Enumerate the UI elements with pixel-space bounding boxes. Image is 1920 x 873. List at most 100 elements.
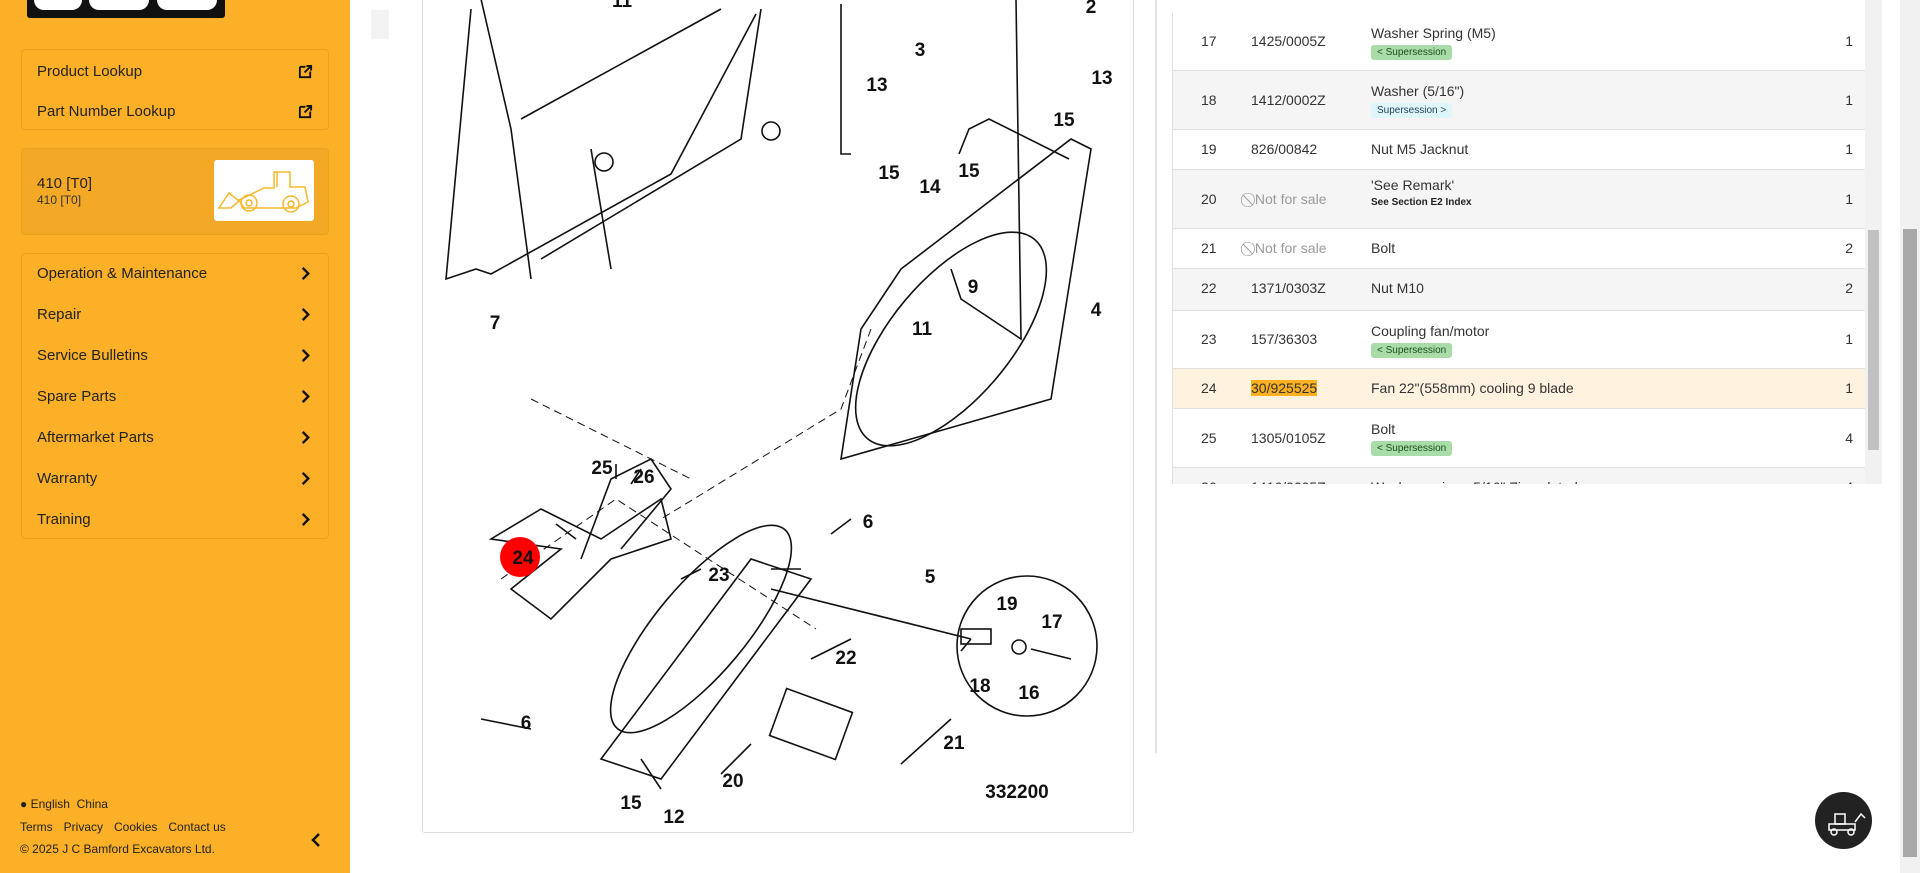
sidebar-item-aftermarket-parts[interactable]: Aftermarket Parts — [37, 422, 313, 452]
selected-callout-marker[interactable] — [500, 537, 540, 577]
part-number-lookup-label: Part Number Lookup — [37, 102, 176, 120]
product-lookup-link[interactable]: Product Lookup — [37, 56, 313, 86]
language: English — [30, 797, 70, 811]
part-number-lookup-link[interactable]: Part Number Lookup — [37, 96, 313, 126]
table-row[interactable]: 19 826/00842 Nut M5 Jacknut 1 — [1173, 130, 1865, 170]
chevron-right-icon — [301, 307, 310, 321]
callout-2: 2 — [1086, 0, 1097, 18]
callout-26: 26 — [633, 467, 654, 488]
callout-18: 18 — [969, 676, 990, 697]
callout-13: 13 — [1091, 68, 1112, 89]
part-description: Nut M5 Jacknut — [1371, 141, 1469, 157]
machine-title: 410 [T0] — [37, 175, 93, 192]
part-number[interactable]: 157/36303 — [1251, 331, 1318, 347]
callout-16: 16 — [1018, 683, 1039, 704]
part-description: Washer Spring (M5) — [1371, 25, 1496, 41]
callout-5: 5 — [925, 567, 936, 588]
exploded-view-drawing: 11 3 2 13 13 15 15 14 15 7 9 11 4 25 26 … — [445, 0, 1113, 828]
quantity: 1 — [1845, 92, 1853, 108]
callout-11: 11 — [612, 0, 633, 12]
part-number[interactable]: 826/00842 — [1251, 141, 1318, 157]
sidebar-item-service-bulletins[interactable]: Service Bulletins — [37, 340, 313, 370]
table-scrollbar[interactable] — [1865, 0, 1882, 484]
item-number: 26 — [1201, 479, 1217, 484]
sidebar-item-repair[interactable]: Repair — [37, 299, 313, 329]
callout-20: 20 — [722, 771, 743, 792]
external-link-icon — [298, 64, 313, 78]
contact-link[interactable]: Contact us — [168, 820, 226, 834]
sidebar-item-spare-parts[interactable]: Spare Parts — [37, 381, 313, 411]
callout-11: 11 — [912, 319, 933, 340]
callout-17: 17 — [1041, 612, 1062, 633]
item-number: 17 — [1201, 33, 1217, 49]
sidebar-item-label: Aftermarket Parts — [37, 428, 154, 446]
callout-22: 22 — [835, 648, 856, 669]
part-number[interactable]: 1371/0303Z — [1251, 280, 1326, 296]
parts-diagram[interactable]: 11 3 2 13 13 15 15 14 15 7 9 11 4 25 26 … — [422, 0, 1134, 833]
collapse-sidebar-chevron-icon[interactable] — [310, 832, 322, 848]
quantity: 1 — [1845, 141, 1853, 157]
privacy-link[interactable]: Privacy — [63, 820, 104, 834]
item-number: 20 — [1201, 191, 1217, 207]
sidebar-item-label: Spare Parts — [37, 387, 117, 405]
panel-divider — [1155, 0, 1157, 753]
quantity: 1 — [1845, 33, 1853, 49]
page-scrollbar[interactable] — [1900, 0, 1920, 873]
assistant-chat-button[interactable] — [1815, 792, 1872, 849]
callout-12: 12 — [663, 807, 684, 828]
supersession-badge[interactable]: < Supersession — [1371, 343, 1453, 358]
part-description: Bolt — [1371, 421, 1396, 437]
part-remark: See Section E2 Index — [1371, 197, 1472, 208]
product-lookup-label: Product Lookup — [37, 62, 143, 80]
supersession-badge[interactable]: Supersession > — [1371, 103, 1453, 118]
jcb-logo[interactable] — [27, 0, 225, 18]
sidebar-item-label: Training — [37, 510, 91, 528]
wheel-loader-image — [214, 160, 314, 221]
quantity: 4 — [1845, 430, 1853, 446]
part-number[interactable]: 1416/0005Z — [1251, 479, 1326, 484]
callout-25: 25 — [591, 458, 613, 479]
part-number[interactable]: 1425/0005Z — [1251, 33, 1326, 49]
callout-7: 7 — [490, 313, 501, 334]
sidebar: Product Lookup Part Number Lookup 410 [T… — [0, 0, 350, 873]
supersession-badge[interactable]: < Supersession — [1371, 45, 1453, 60]
item-number: 19 — [1201, 141, 1217, 157]
sidebar-item-warranty[interactable]: Warranty — [37, 463, 313, 493]
part-description: Coupling fan/motor — [1371, 323, 1490, 339]
sidebar-item-training[interactable]: Training — [37, 504, 313, 534]
parts-table: 17 1425/0005Z Washer Spring (M5) < Superses… — [1172, 13, 1865, 484]
callout-24: 24 — [512, 548, 534, 569]
table-row[interactable]: 17 1425/0005Z Washer Spring (M5) < Superses… — [1173, 13, 1865, 71]
terms-link[interactable]: Terms — [20, 820, 53, 834]
callout-19: 19 — [996, 594, 1017, 615]
callout-21: 21 — [943, 733, 965, 754]
sidebar-item-label: Repair — [37, 305, 82, 323]
table-row[interactable]: 20⃠ Not for sale'See Remark'See Section … — [1173, 170, 1865, 229]
item-number: 22 — [1201, 280, 1217, 296]
part-number[interactable]: 30/925525 — [1251, 380, 1318, 396]
language-selector[interactable]: ● English China — [20, 797, 108, 811]
external-link-icon — [298, 104, 313, 118]
quantity: 2 — [1845, 240, 1853, 256]
part-number[interactable]: 1305/0105Z — [1251, 430, 1326, 446]
chevron-right-icon — [301, 348, 310, 362]
item-number: 25 — [1201, 430, 1217, 446]
chevron-right-icon — [301, 389, 310, 403]
cookies-link[interactable]: Cookies — [114, 820, 158, 834]
table-row[interactable]: 25 1305/0105Z Bolt < Supersession 4 — [1173, 409, 1865, 468]
supersession-badge[interactable]: < Supersession — [1371, 441, 1453, 456]
machine-card[interactable]: 410 [T0] 410 [T0] — [21, 148, 329, 235]
sidebar-item-operation-maintenance[interactable]: Operation & Maintenance — [37, 258, 313, 288]
chevron-right-icon — [301, 266, 310, 280]
part-number[interactable]: 1412/0002Z — [1251, 92, 1326, 108]
callout-3: 3 — [915, 40, 926, 61]
callout-6: 6 — [863, 512, 874, 533]
callout-15: 15 — [620, 793, 642, 814]
callout-4: 4 — [1091, 300, 1102, 321]
